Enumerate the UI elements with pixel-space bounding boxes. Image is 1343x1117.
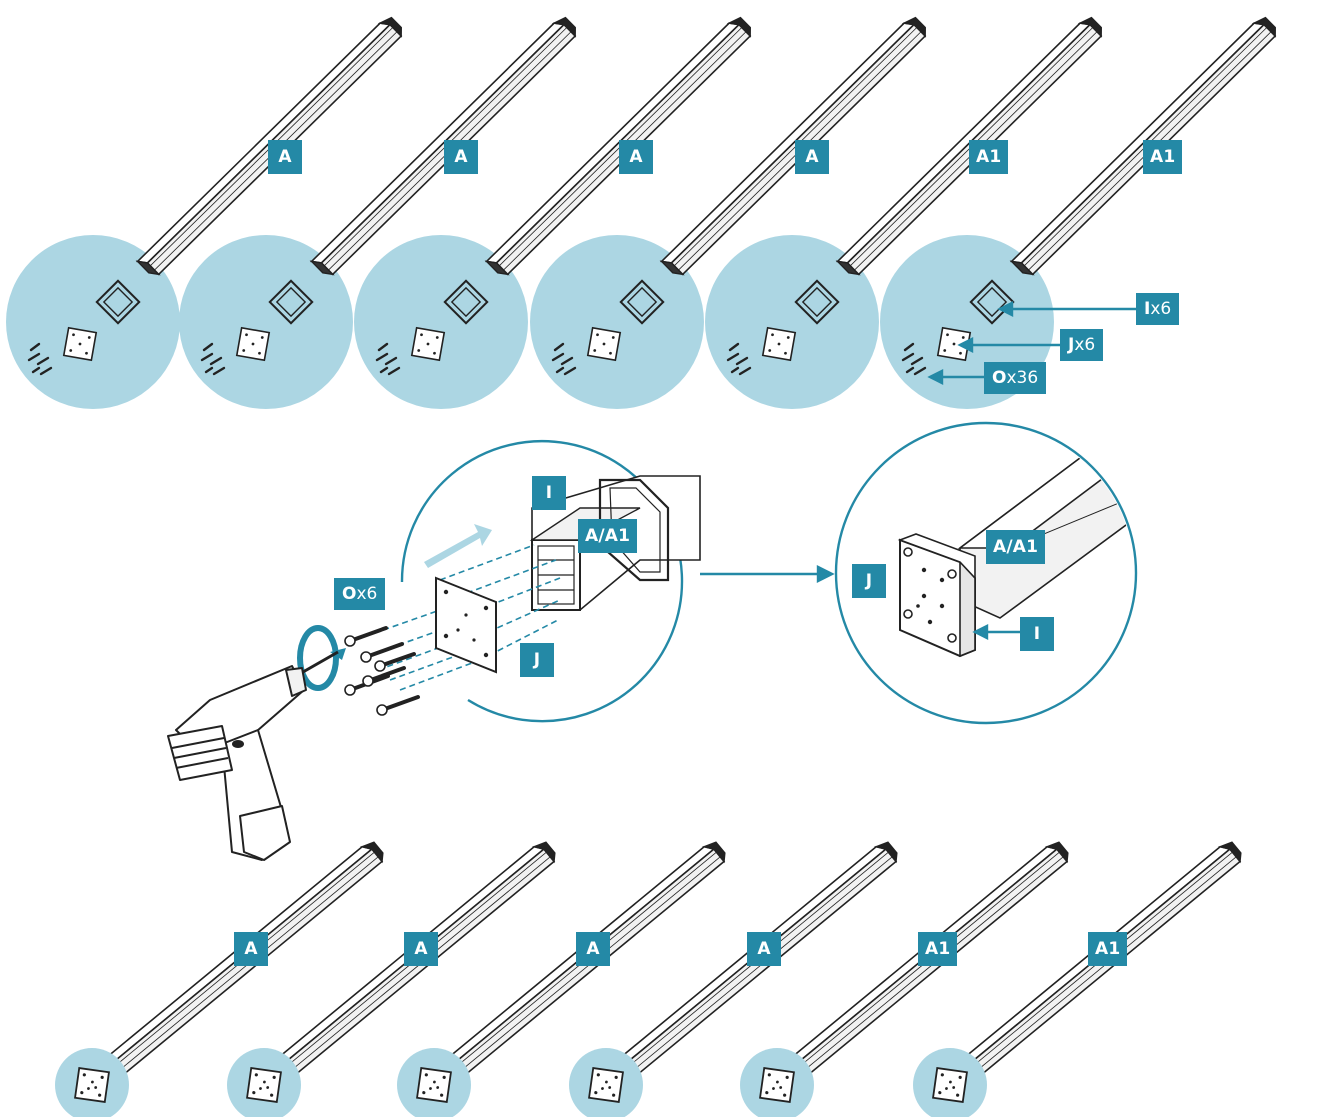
quantity-j-count: x6 (1074, 335, 1096, 355)
rotate-arrow-icon (297, 625, 339, 691)
direction-arrow-icon (424, 524, 492, 568)
bottom-row-parts (54, 838, 1246, 1117)
finished-leg-1 (54, 838, 388, 1117)
quantity-j-letter: J (1068, 335, 1075, 355)
result-label-tube: A/A1 (986, 530, 1046, 564)
finished-leg-6 (912, 838, 1246, 1117)
finished-leg-2 (226, 838, 560, 1117)
part-label-top-1: A (268, 140, 302, 174)
part-label-top-3: A (619, 140, 653, 174)
part-label-bottom-2: A (404, 932, 438, 966)
finished-leg-4 (568, 838, 902, 1117)
quantity-i-letter: I (1144, 299, 1151, 319)
quantity-o-letter: O (992, 368, 1007, 388)
assembly-label-frame: I (532, 476, 566, 510)
part-label-bottom-3: A (576, 932, 610, 966)
result-detail (834, 421, 1138, 725)
part-label-bottom-5: A1 (918, 932, 958, 966)
finished-leg-3 (396, 838, 730, 1117)
quantity-o-step-letter: O (342, 584, 357, 604)
assembly-label-tube: A/A1 (578, 519, 638, 553)
quantity-o-step-count: x6 (356, 584, 378, 604)
part-label-top-4: A (795, 140, 829, 174)
result-label-plate: J (852, 564, 886, 598)
part-label-bottom-1: A (234, 932, 268, 966)
finished-leg-5 (739, 838, 1073, 1117)
result-label-frame: I (1020, 617, 1054, 651)
assembly-detail (344, 440, 701, 723)
quantity-leaders (927, 301, 1136, 385)
quantity-o-count: x36 (1006, 368, 1039, 388)
part-label-top-2: A (444, 140, 478, 174)
result-arrow (700, 565, 835, 583)
quantity-i-count: x6 (1150, 299, 1172, 319)
assembly-label-plate: J (520, 643, 554, 677)
part-label-top-5: A1 (969, 140, 1009, 174)
drill-icon (167, 625, 346, 861)
part-label-top-6: A1 (1143, 140, 1183, 174)
part-label-bottom-4: A (747, 932, 781, 966)
part-label-bottom-6: A1 (1088, 932, 1128, 966)
